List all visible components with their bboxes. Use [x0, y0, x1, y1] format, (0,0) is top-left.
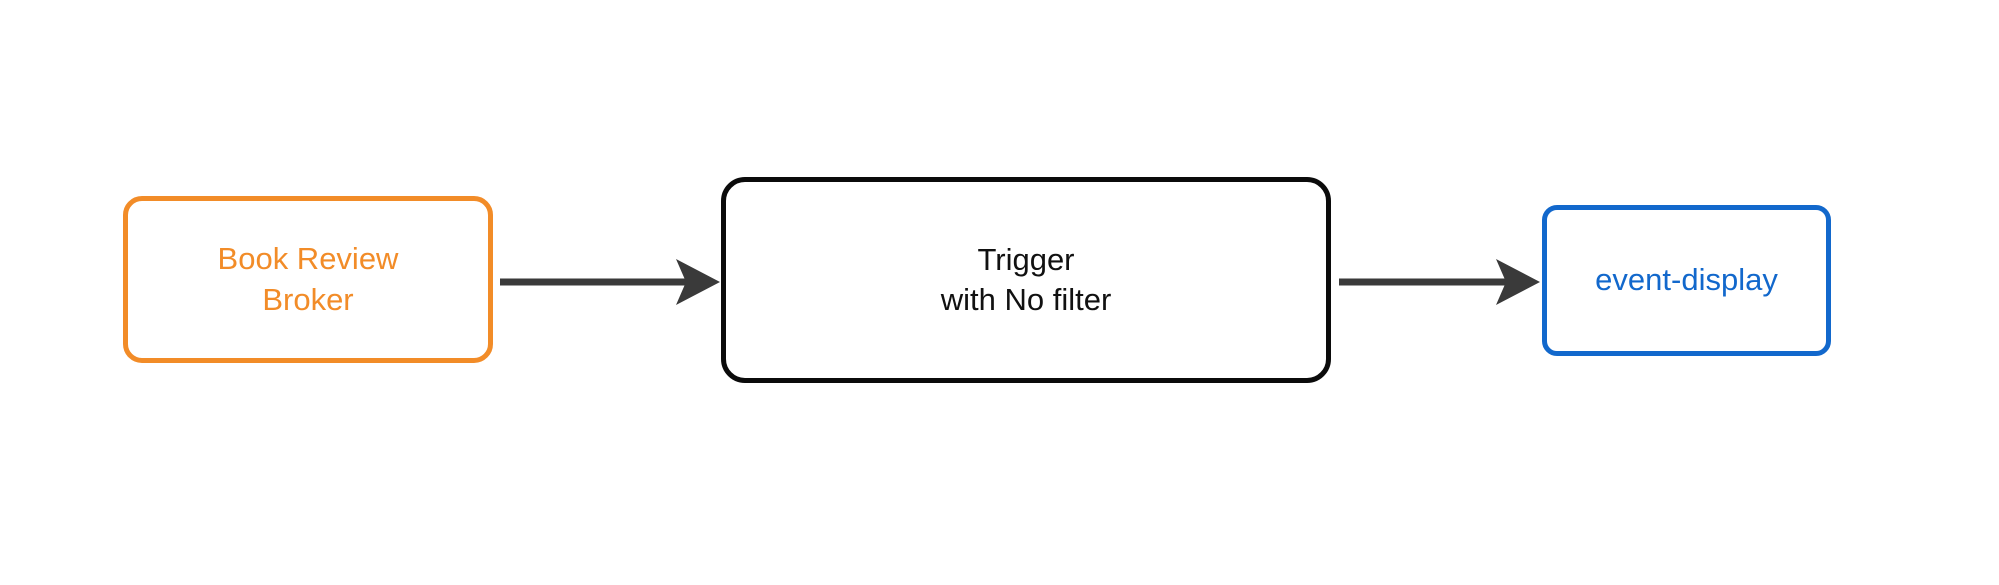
node-book-review-broker[interactable]: Book Review Broker: [123, 196, 493, 363]
node-trigger-label: Trigger with No filter: [940, 241, 1112, 317]
node-book-review-broker-label: Book Review Broker: [217, 241, 399, 317]
node-trigger-with-no-filter[interactable]: Trigger with No filter: [721, 177, 1331, 383]
edge-source-to-trigger-arrowhead: [676, 259, 720, 305]
edge-trigger-to-sink-arrowhead: [1496, 259, 1540, 305]
node-event-display-label: event-display: [1595, 262, 1778, 298]
node-event-display[interactable]: event-display: [1542, 205, 1831, 356]
